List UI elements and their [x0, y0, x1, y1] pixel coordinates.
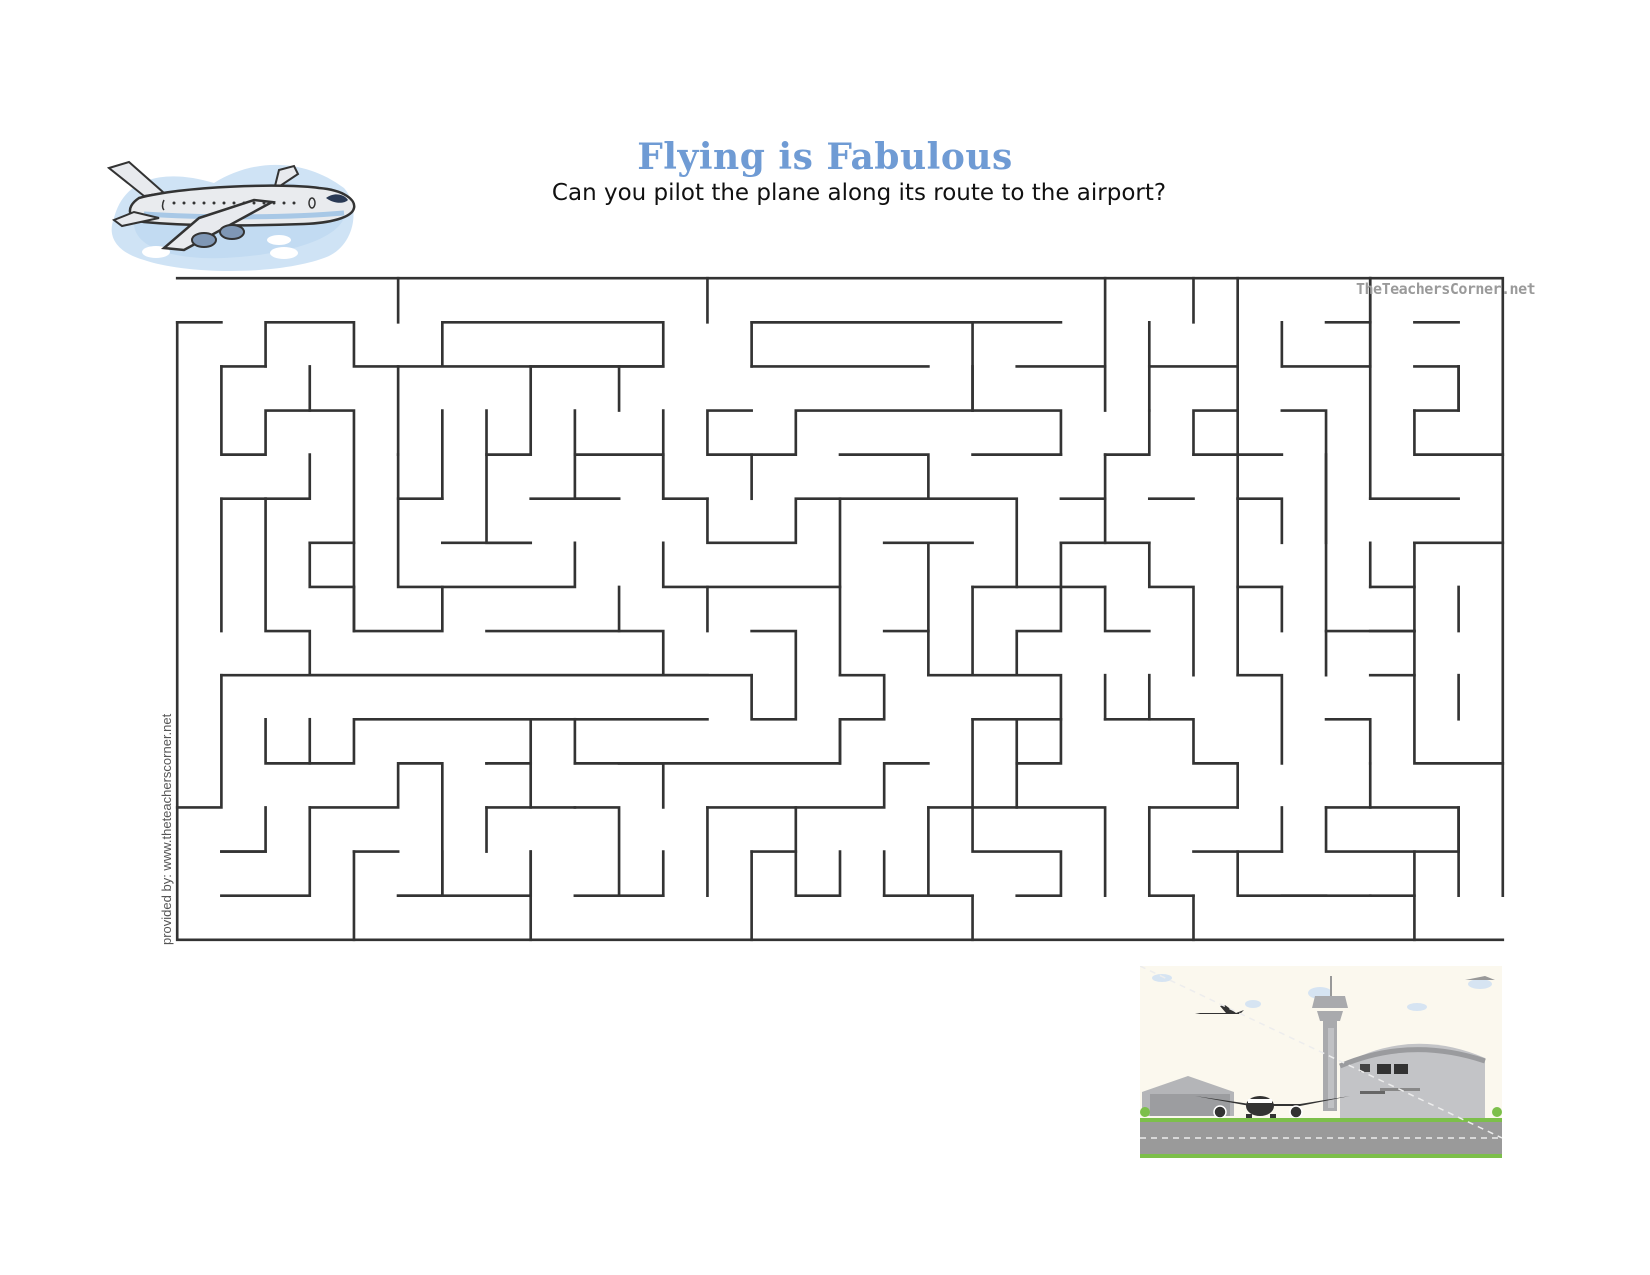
- watermark-text: TheTeachersCorner.net: [1356, 280, 1536, 298]
- airport-icon: [1140, 966, 1502, 1158]
- page-subtitle: Can you pilot the plane along its route …: [551, 180, 1167, 206]
- side-credit-text: provided by: www.theteacherscorner.net: [159, 713, 174, 945]
- airplane-icon: [106, 160, 356, 271]
- page-title: Flying is Fabulous: [637, 136, 1013, 178]
- maze-grid[interactable]: [175, 276, 1505, 942]
